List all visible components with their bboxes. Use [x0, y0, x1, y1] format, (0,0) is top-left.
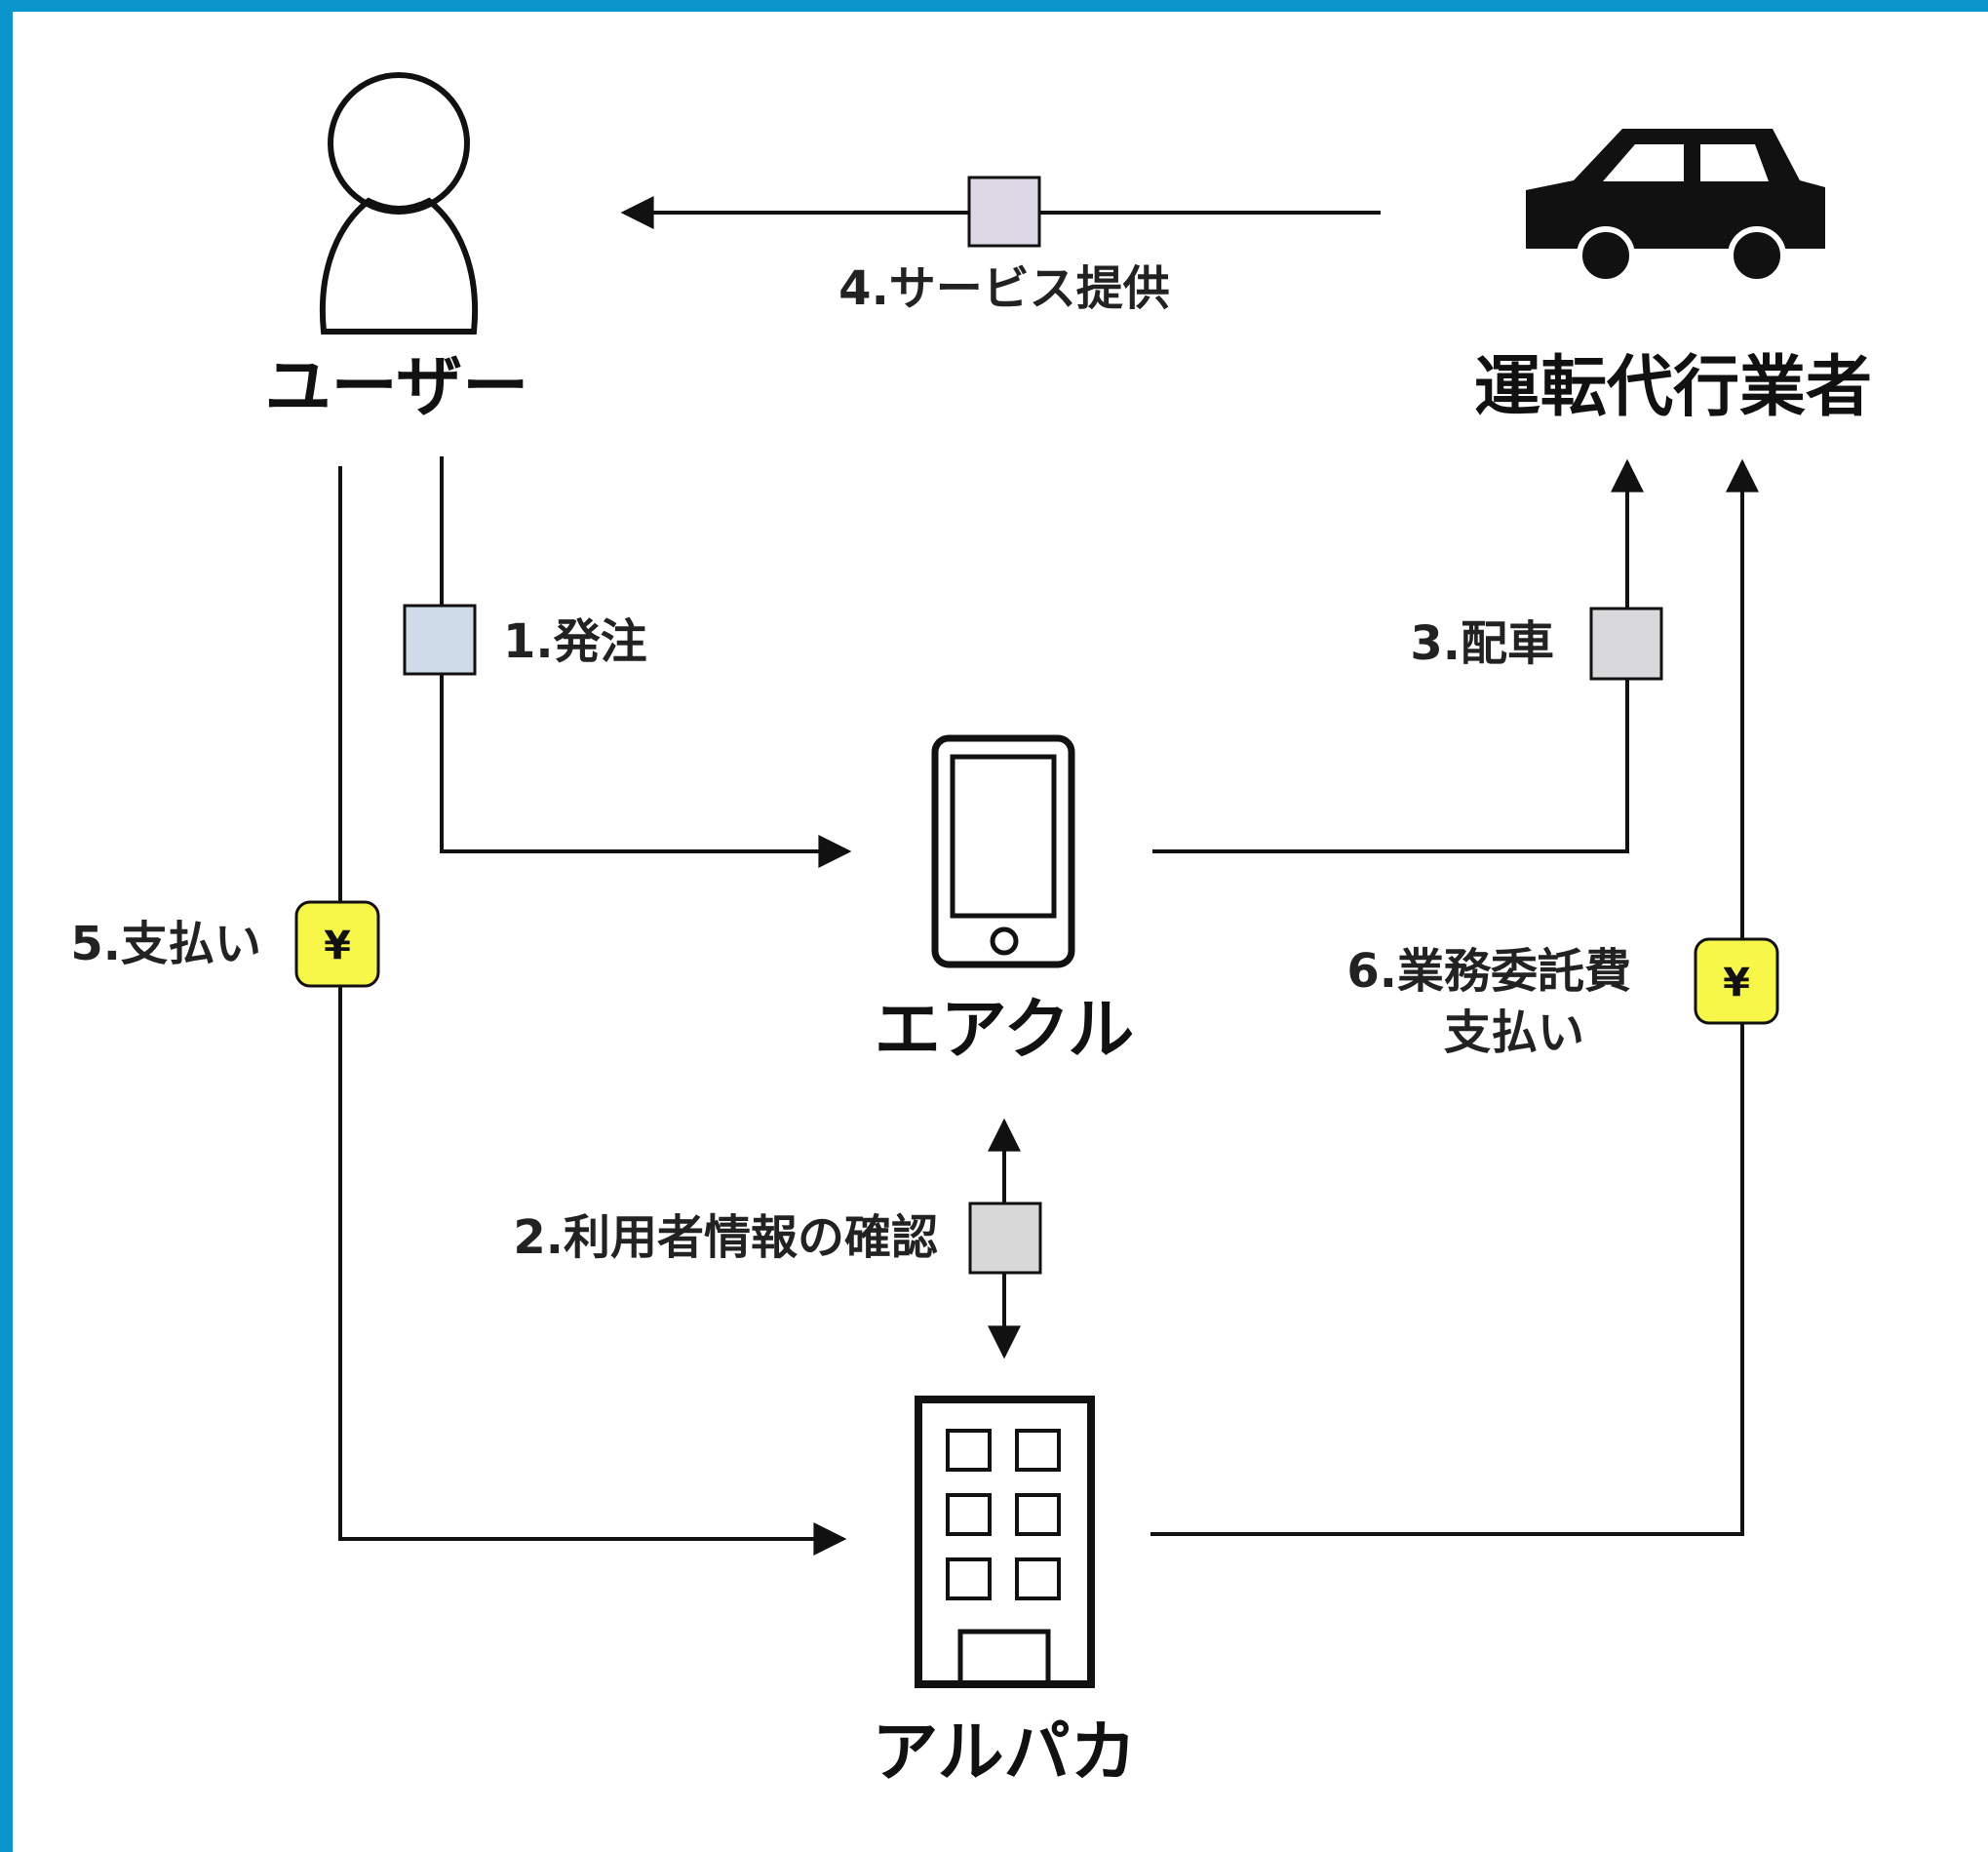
- building-icon: [915, 1396, 1095, 1688]
- user-label: ユーザー: [265, 349, 529, 426]
- order-arrow: [440, 456, 852, 868]
- yen-symbol: ¥: [1723, 961, 1750, 1005]
- app-label: エアクル: [875, 992, 1135, 1069]
- payment-arrow: [338, 466, 847, 1556]
- yen-icon: ¥: [1694, 937, 1779, 1025]
- dispatch-step-label: 3.配車: [1410, 616, 1554, 671]
- operator-label: 運転代行業者: [1474, 349, 1872, 426]
- document-icon: [968, 1202, 1042, 1275]
- document-icon: [967, 176, 1041, 248]
- dispatch-arrow: [1152, 458, 1644, 853]
- car-icon: [1526, 129, 1825, 285]
- yen-icon: ¥: [294, 900, 380, 988]
- document-icon: [403, 604, 477, 676]
- company-label: アルパカ: [872, 1714, 1136, 1792]
- fee-step-label-line2: 支払い: [1444, 1005, 1584, 1060]
- smartphone-icon: [931, 734, 1075, 968]
- person-icon: [319, 72, 479, 335]
- document-icon: [1589, 607, 1663, 681]
- order-step-label: 1.発注: [503, 614, 647, 669]
- service-step-label: 4.サービス提供: [838, 261, 1170, 316]
- yen-symbol: ¥: [324, 924, 351, 968]
- confirm-step-label: 2.利用者情報の確認: [513, 1210, 938, 1265]
- fee-step-label-line1: 6.業務委託費: [1346, 944, 1631, 999]
- payment-step-label: 5.支払い: [70, 917, 261, 971]
- fee-arrow: [1150, 458, 1759, 1536]
